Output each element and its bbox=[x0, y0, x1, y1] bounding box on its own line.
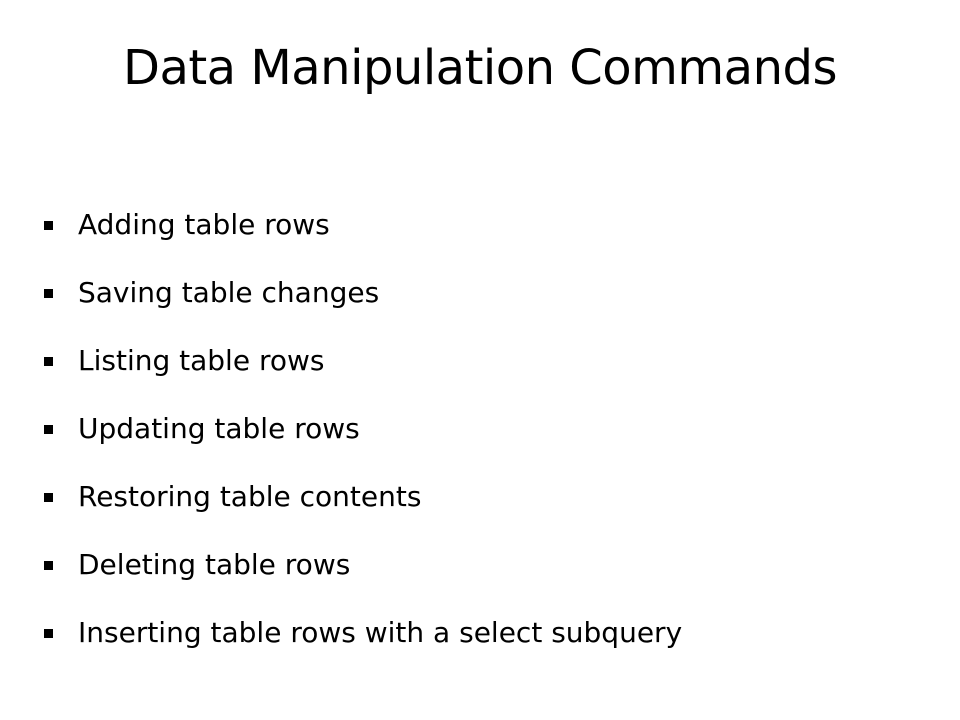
bullet-item: Deleting table rows bbox=[44, 531, 682, 599]
bullet-item: Listing table rows bbox=[44, 327, 682, 395]
bullet-item: Adding table rows bbox=[44, 191, 682, 259]
bullet-item: Saving table changes bbox=[44, 259, 682, 327]
bullet-text: Saving table changes bbox=[78, 276, 380, 309]
bullet-text: Adding table rows bbox=[78, 208, 330, 241]
slide-title: Data Manipulation Commands bbox=[122, 40, 838, 96]
bullet-item: Restoring table contents bbox=[44, 463, 682, 531]
bullet-text: Updating table rows bbox=[78, 412, 360, 445]
square-bullet-icon bbox=[44, 560, 53, 570]
square-bullet-icon bbox=[44, 492, 53, 502]
square-bullet-icon bbox=[44, 288, 53, 298]
bullet-text: Restoring table contents bbox=[78, 480, 422, 513]
square-bullet-icon bbox=[44, 220, 53, 230]
square-bullet-icon bbox=[44, 628, 53, 638]
square-bullet-icon bbox=[44, 424, 53, 434]
square-bullet-icon bbox=[44, 356, 53, 366]
bullet-list: Adding table rows Saving table changes L… bbox=[44, 191, 682, 667]
bullet-text: Deleting table rows bbox=[78, 548, 351, 581]
bullet-item: Updating table rows bbox=[44, 395, 682, 463]
bullet-item: Inserting table rows with a select subqu… bbox=[44, 599, 682, 667]
bullet-text: Inserting table rows with a select subqu… bbox=[78, 616, 683, 649]
bullet-text: Listing table rows bbox=[78, 344, 325, 377]
